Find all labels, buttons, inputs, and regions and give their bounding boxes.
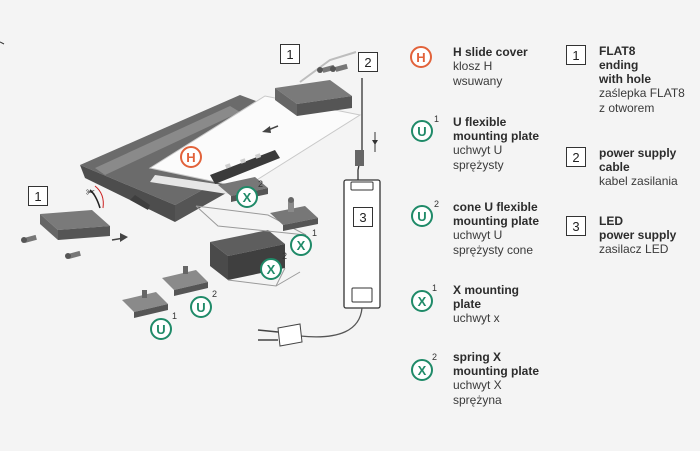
legend-h-title: H slide cover bbox=[453, 45, 528, 59]
legend-flat8-title: FLAT8 ending with hole bbox=[599, 44, 651, 86]
x-plate-badge-sup: 1 bbox=[312, 228, 318, 238]
cone-u-badge-diagram: U bbox=[190, 296, 212, 318]
legend-u1-icon: U bbox=[411, 120, 433, 142]
legend-led-sub: zasilacz LED bbox=[599, 242, 669, 256]
spring-x-badge-sup-2: 2 bbox=[282, 251, 288, 261]
legend-led-title: LED power supply bbox=[599, 214, 677, 242]
legend-x1-sup: 1 bbox=[432, 283, 438, 293]
legend-h-icon: H bbox=[410, 46, 432, 68]
ending-number-box-top: 1 bbox=[280, 44, 300, 64]
legend-flat8: FLAT8 ending with hole zaślepka FLAT8 z … bbox=[599, 44, 685, 115]
power-supply-shape bbox=[343, 179, 381, 309]
legend-cone-u-title: cone U flexible mounting plate bbox=[453, 200, 539, 228]
u-plate-1 bbox=[122, 290, 168, 318]
legend-cable-title: power supply cable bbox=[599, 146, 677, 174]
legend-cable-sub: kabel zasilania bbox=[599, 174, 678, 188]
legend-u-flex-title: U flexible mounting plate bbox=[453, 115, 539, 143]
legend-u2-icon: U bbox=[411, 205, 433, 227]
legend-u-flex-sub: uchwyt U sprężysty bbox=[453, 143, 504, 172]
u-plate-2 bbox=[162, 266, 208, 296]
h-slide-cover-shape bbox=[148, 95, 362, 189]
edge-mark bbox=[0, 41, 5, 45]
legend-x2-sup: 2 bbox=[432, 352, 438, 362]
legend-led: LED power supply zasilacz LED bbox=[599, 214, 676, 257]
legend-h-slide-cover: H slide cover klosz H wsuwany bbox=[453, 45, 528, 88]
spring-x-badge-diagram-2: X bbox=[260, 258, 282, 280]
cone-u-badge-sup: 2 bbox=[212, 289, 218, 299]
mains-plug bbox=[257, 323, 303, 347]
legend-spring-x: spring X mounting plate uchwyt X sprężyn… bbox=[453, 350, 539, 407]
power-supply-number-box: 3 bbox=[353, 207, 373, 227]
legend-u-flexible: U flexible mounting plate uchwyt U spręż… bbox=[453, 115, 539, 172]
legend-cable-icon: 2 bbox=[566, 147, 586, 167]
spring-x-badge-sup: 2 bbox=[258, 179, 264, 189]
legend-x-sub: uchwyt x bbox=[453, 311, 500, 325]
legend-flat8-sub: zaślepka FLAT8 z otworem bbox=[599, 86, 685, 115]
legend-cone-u: cone U flexible mounting plate uchwyt U … bbox=[453, 200, 539, 257]
legend-h-sub: klosz H wsuwany bbox=[453, 59, 503, 88]
flat8-ending-left bbox=[40, 210, 110, 240]
legend-flat8-icon: 1 bbox=[566, 45, 586, 65]
flat8-ending-top bbox=[275, 80, 352, 116]
legend-spring-x-sub: uchwyt X sprężyna bbox=[453, 378, 502, 407]
u-flex-badge-sup: 1 bbox=[172, 311, 178, 321]
legend-spring-x-title: spring X mounting plate bbox=[453, 350, 539, 378]
legend-cable: power supply cable kabel zasilania bbox=[599, 146, 678, 189]
u-flex-badge-diagram: U bbox=[150, 318, 172, 340]
legend-x1-icon: X bbox=[411, 290, 433, 312]
svg-text:✂: ✂ bbox=[86, 186, 95, 199]
legend-led-icon: 3 bbox=[566, 216, 586, 236]
cable-number-box: 2 bbox=[358, 52, 378, 72]
x-mounting-plate bbox=[270, 197, 318, 231]
led-strip bbox=[210, 150, 280, 184]
h-cover-badge: H bbox=[180, 146, 202, 168]
x-plate-badge-diagram: X bbox=[290, 234, 312, 256]
legend-u2-sup: 2 bbox=[434, 199, 440, 209]
legend-x-mounting: X mounting plate uchwyt x bbox=[453, 283, 519, 326]
legend-x-title: X mounting plate bbox=[453, 283, 519, 311]
spring-x-badge-diagram: X bbox=[236, 186, 258, 208]
screws-top bbox=[317, 63, 348, 73]
legend-cone-u-sub: uchwyt U sprężysty cone bbox=[453, 228, 534, 257]
ending-number-box-left: 1 bbox=[28, 186, 48, 206]
legend-x2-icon: X bbox=[411, 359, 433, 381]
legend-u1-sup: 1 bbox=[434, 114, 440, 124]
